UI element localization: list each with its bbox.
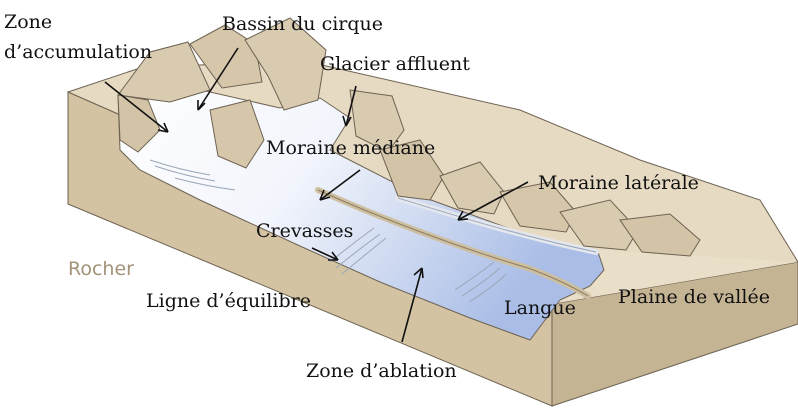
- label-crevasses: Crevasses: [256, 220, 353, 242]
- label-bassin-cirque: Bassin du cirque: [222, 13, 383, 35]
- label-accumulation: d’accumulation: [4, 41, 152, 63]
- label-moraine-mediane: Moraine médiane: [266, 137, 435, 159]
- label-ligne-equilibre: Ligne d’équilibre: [146, 290, 311, 312]
- label-plaine-vallee: Plaine de vallée: [618, 286, 770, 308]
- label-moraine-laterale: Moraine latérale: [538, 172, 699, 194]
- label-zone-ablation: Zone d’ablation: [306, 360, 457, 382]
- label-rocher: Rocher: [68, 258, 134, 280]
- label-glacier-affluent: Glacier affluent: [320, 53, 470, 75]
- label-langue: Langue: [504, 297, 576, 319]
- label-zone: Zone: [4, 11, 52, 33]
